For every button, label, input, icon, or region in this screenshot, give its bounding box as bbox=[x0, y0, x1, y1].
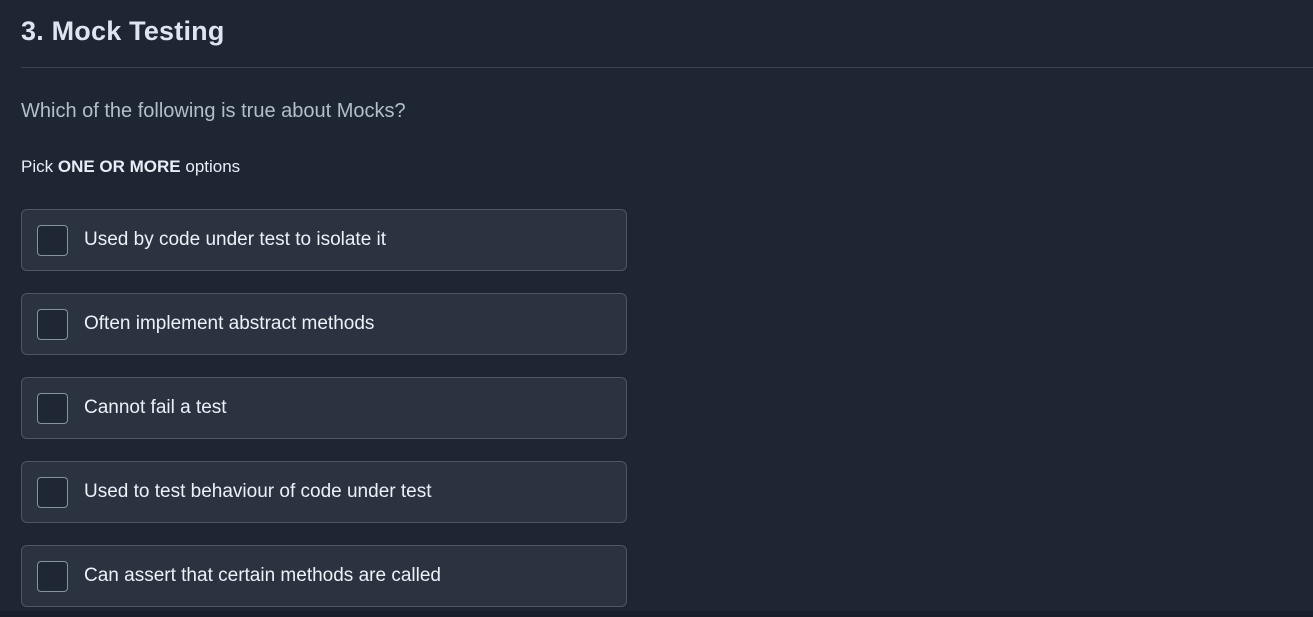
option-2[interactable]: Often implement abstract methods bbox=[21, 293, 627, 355]
option-4[interactable]: Used to test behaviour of code under tes… bbox=[21, 461, 627, 523]
divider bbox=[21, 67, 1313, 68]
option-2-label: Often implement abstract methods bbox=[84, 313, 375, 334]
question-title: 3. Mock Testing bbox=[21, 16, 225, 46]
instruction-suffix: options bbox=[180, 157, 241, 176]
question-text: Which of the following is true about Moc… bbox=[21, 100, 406, 122]
instruction-emphasis: ONE OR MORE bbox=[57, 157, 181, 176]
option-4-label: Used to test behaviour of code under tes… bbox=[84, 481, 432, 502]
option-2-checkbox[interactable] bbox=[37, 308, 68, 340]
option-5-label: Can assert that certain methods are call… bbox=[84, 565, 441, 586]
options-list: Used by code under test to isolate it Of… bbox=[21, 209, 627, 607]
option-5-checkbox[interactable] bbox=[37, 560, 68, 592]
option-3-label: Cannot fail a test bbox=[84, 397, 227, 418]
option-5[interactable]: Can assert that certain methods are call… bbox=[21, 545, 627, 607]
instruction-prefix: Pick bbox=[21, 157, 58, 176]
option-3-checkbox[interactable] bbox=[37, 392, 68, 424]
option-1[interactable]: Used by code under test to isolate it bbox=[21, 209, 627, 271]
instruction-text: Pick ONE OR MORE options bbox=[21, 156, 240, 177]
option-4-checkbox[interactable] bbox=[37, 476, 68, 508]
option-1-checkbox[interactable] bbox=[37, 224, 68, 256]
option-1-label: Used by code under test to isolate it bbox=[84, 229, 387, 250]
option-3[interactable]: Cannot fail a test bbox=[21, 377, 627, 439]
